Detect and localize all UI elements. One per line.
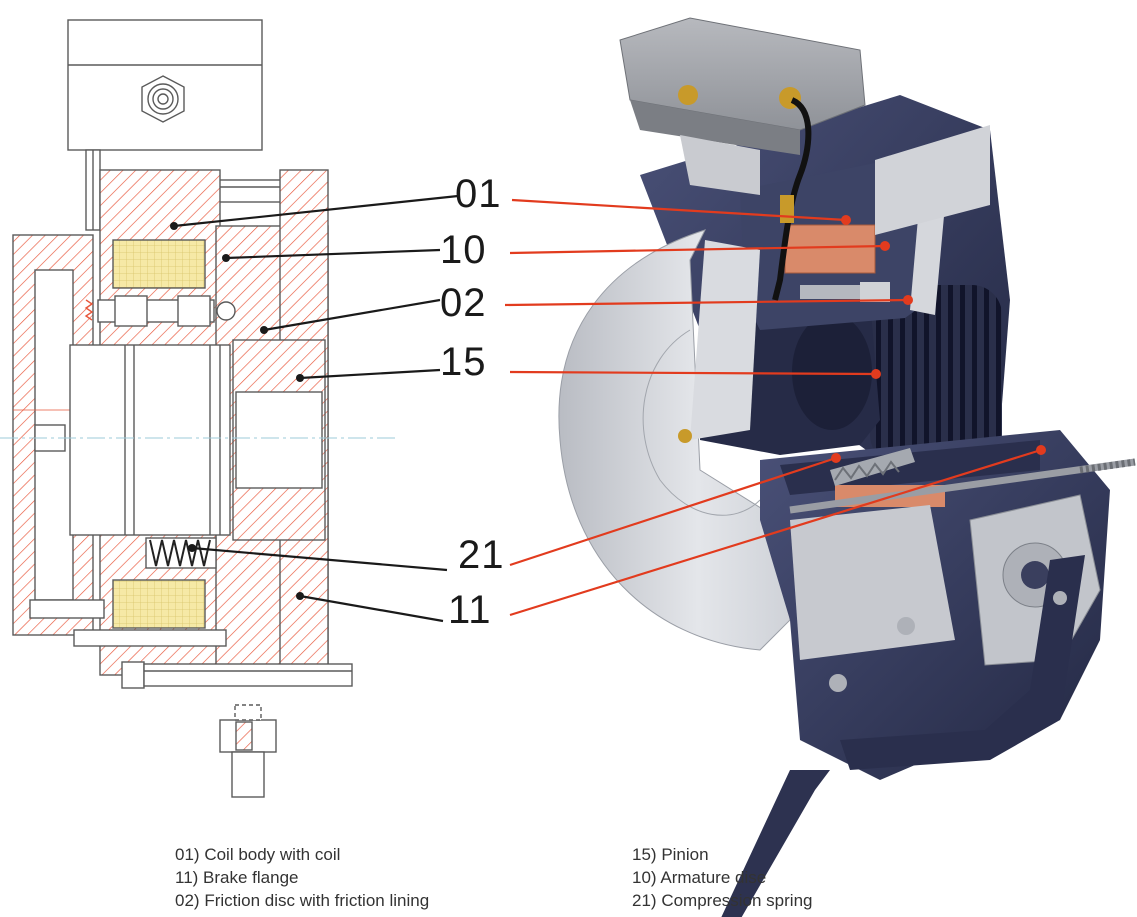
legend-text: Pinion xyxy=(661,845,709,864)
callout-11: 11 xyxy=(448,588,492,632)
legend-item: 15) Pinion xyxy=(632,846,709,863)
legend-item: 11) Brake flange xyxy=(175,869,299,886)
cable-gland-icon xyxy=(141,75,185,123)
cutaway-render xyxy=(558,17,1136,917)
brass-plug-icon xyxy=(678,85,698,105)
bracket xyxy=(840,555,1085,770)
legend-text: Friction disc with friction lining xyxy=(204,891,430,910)
legend-item: 21) Compression spring xyxy=(632,892,813,909)
shaft-bore xyxy=(69,344,231,536)
coil-lower xyxy=(112,579,206,629)
callout-10: 10 xyxy=(440,228,487,272)
compression-spring-lower xyxy=(145,537,217,569)
legend-item: 10) Armature dise xyxy=(632,869,766,886)
legend-num: 11) xyxy=(175,868,199,887)
legend-num: 01) xyxy=(175,845,200,864)
legend-num: 02) xyxy=(175,891,200,910)
legend-item: 02) Friction disc with friction lining xyxy=(175,892,429,909)
legend-text: Coil body with coil xyxy=(204,845,341,864)
legend-text: Compression spring xyxy=(661,891,813,910)
callout-15: 15 xyxy=(440,340,487,384)
legend-num: 10) xyxy=(632,868,657,887)
leader-lines xyxy=(173,194,1042,623)
section-drawing xyxy=(12,19,353,798)
legend-item: 01) Coil body with coil xyxy=(175,846,340,863)
legend-text: Armature dise xyxy=(660,868,767,887)
leader-dots xyxy=(831,215,1046,463)
callout-01: 01 xyxy=(455,172,502,216)
coil-upper xyxy=(112,239,206,289)
pinion-teeth xyxy=(870,285,1002,465)
coil-copper xyxy=(784,224,876,274)
cable xyxy=(772,97,812,301)
callout-02: 02 xyxy=(440,281,487,325)
callout-21: 21 xyxy=(458,533,505,577)
legend-num: 15) xyxy=(632,845,657,864)
legend-text: Brake flange xyxy=(203,868,299,887)
threaded-rod xyxy=(789,458,1136,514)
legend-num: 21) xyxy=(632,891,657,910)
spring-upper xyxy=(84,299,94,321)
terminal-box xyxy=(67,19,263,151)
